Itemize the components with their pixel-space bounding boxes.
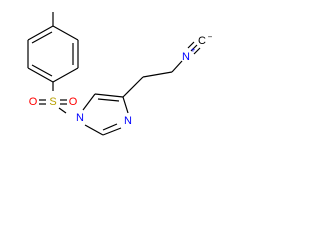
isocyano-n-charge: +: [191, 46, 196, 55]
imidazole-n1-label: N: [76, 112, 84, 124]
ring-bond-6-inner: [31, 31, 53, 44]
isocyano-n-label: N: [182, 51, 190, 63]
triple-bond-c: [187, 41, 195, 49]
sulfonyl-o-right-label: O: [69, 96, 78, 108]
imidazole-n3-label: N: [124, 115, 132, 127]
n3-c2-bond: [102, 127, 122, 136]
n1-c5-bond: [82, 93, 96, 111]
ethyl-linker-bonds: [122, 60, 183, 98]
triple-bond-b: [193, 47, 201, 55]
c4-ch2-bond: [122, 76, 144, 98]
c5-c4-bond: [94, 93, 124, 98]
c2-n1-bond: [84, 124, 104, 136]
ch2-n-bond: [171, 60, 183, 73]
molecule-structure: O S O N N N + C −: [27, 12, 213, 136]
sulfonyl-o-left-label: O: [29, 96, 38, 108]
s-n-bond: [58, 107, 67, 114]
ring-bond-3: [52, 67, 79, 83]
c5-c4-bond-inner: [97, 98, 120, 102]
c4-n3-bond: [122, 96, 129, 114]
ring-bond-4: [27, 67, 54, 83]
ring-bond-4-inner: [31, 64, 53, 77]
sulfonyl-bonds: [39, 99, 67, 114]
imidazole-ring-bonds: [82, 93, 129, 136]
isocyano-c-label: C: [198, 35, 206, 47]
isocyano-c-charge: −: [208, 33, 213, 42]
ring-bond-6: [27, 25, 54, 41]
n3-c2-bond-inner: [102, 123, 118, 131]
tolyl-ring-bonds: [27, 12, 79, 83]
triple-bond-a: [190, 44, 198, 52]
isocyanide-triple-bond: [187, 41, 201, 55]
ring-bond-1: [52, 25, 79, 41]
sulfonyl-s-label: S: [49, 96, 56, 108]
ch2-ch2-bond: [142, 71, 173, 78]
